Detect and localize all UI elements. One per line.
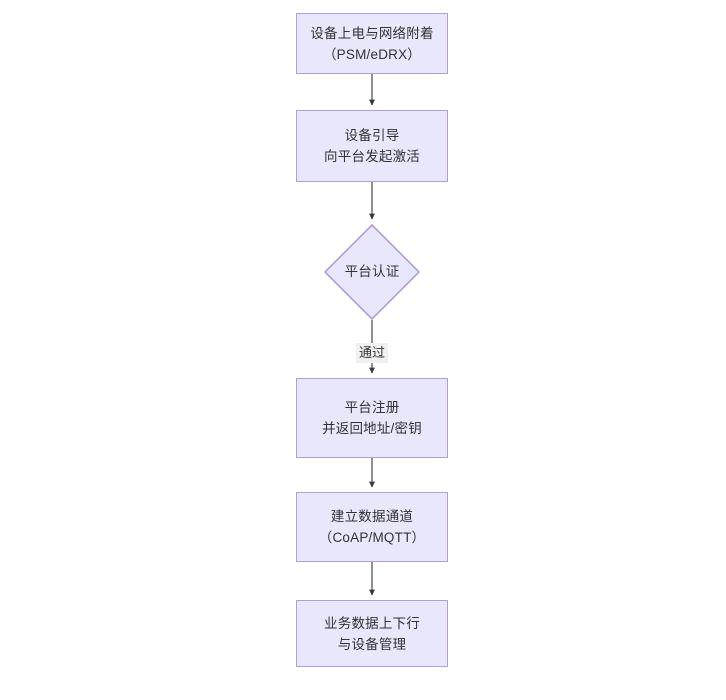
node-label-line2: （PSM/eDRX） [322, 46, 422, 62]
node-label-line2: 与设备管理 [337, 636, 407, 652]
node-label-line1: 设备上电与网络附着 [310, 25, 434, 41]
node-establish-data-channel[interactable]: 建立数据通道 （CoAP/MQTT） [296, 492, 448, 562]
node-device-bootstrap[interactable]: 设备引导 向平台发起激活 [296, 110, 448, 182]
diamond-shape [324, 224, 420, 320]
node-label-line2: 并返回地址/密钥 [322, 421, 422, 436]
node-label-line1: 建立数据通道 [330, 509, 414, 524]
node-label-line1: 设备引导 [344, 128, 400, 143]
node-device-power-on[interactable]: 设备上电与网络附着 （PSM/eDRX） [296, 13, 448, 74]
node-business-data-and-device-management[interactable]: 业务数据上下行 与设备管理 [296, 600, 448, 667]
node-label-line1: 业务数据上下行 [324, 615, 420, 631]
node-label-line1: 平台注册 [344, 400, 400, 415]
node-label-line2: （CoAP/MQTT） [318, 530, 426, 545]
node-platform-authentication[interactable]: 平台认证 [324, 224, 420, 320]
node-platform-registration[interactable]: 平台注册 并返回地址/密钥 [296, 378, 448, 458]
node-label-line2: 向平台发起激活 [324, 149, 420, 164]
edge-label-pass: 通过 [355, 343, 389, 363]
node-label-line1: 平台认证 [344, 264, 400, 279]
